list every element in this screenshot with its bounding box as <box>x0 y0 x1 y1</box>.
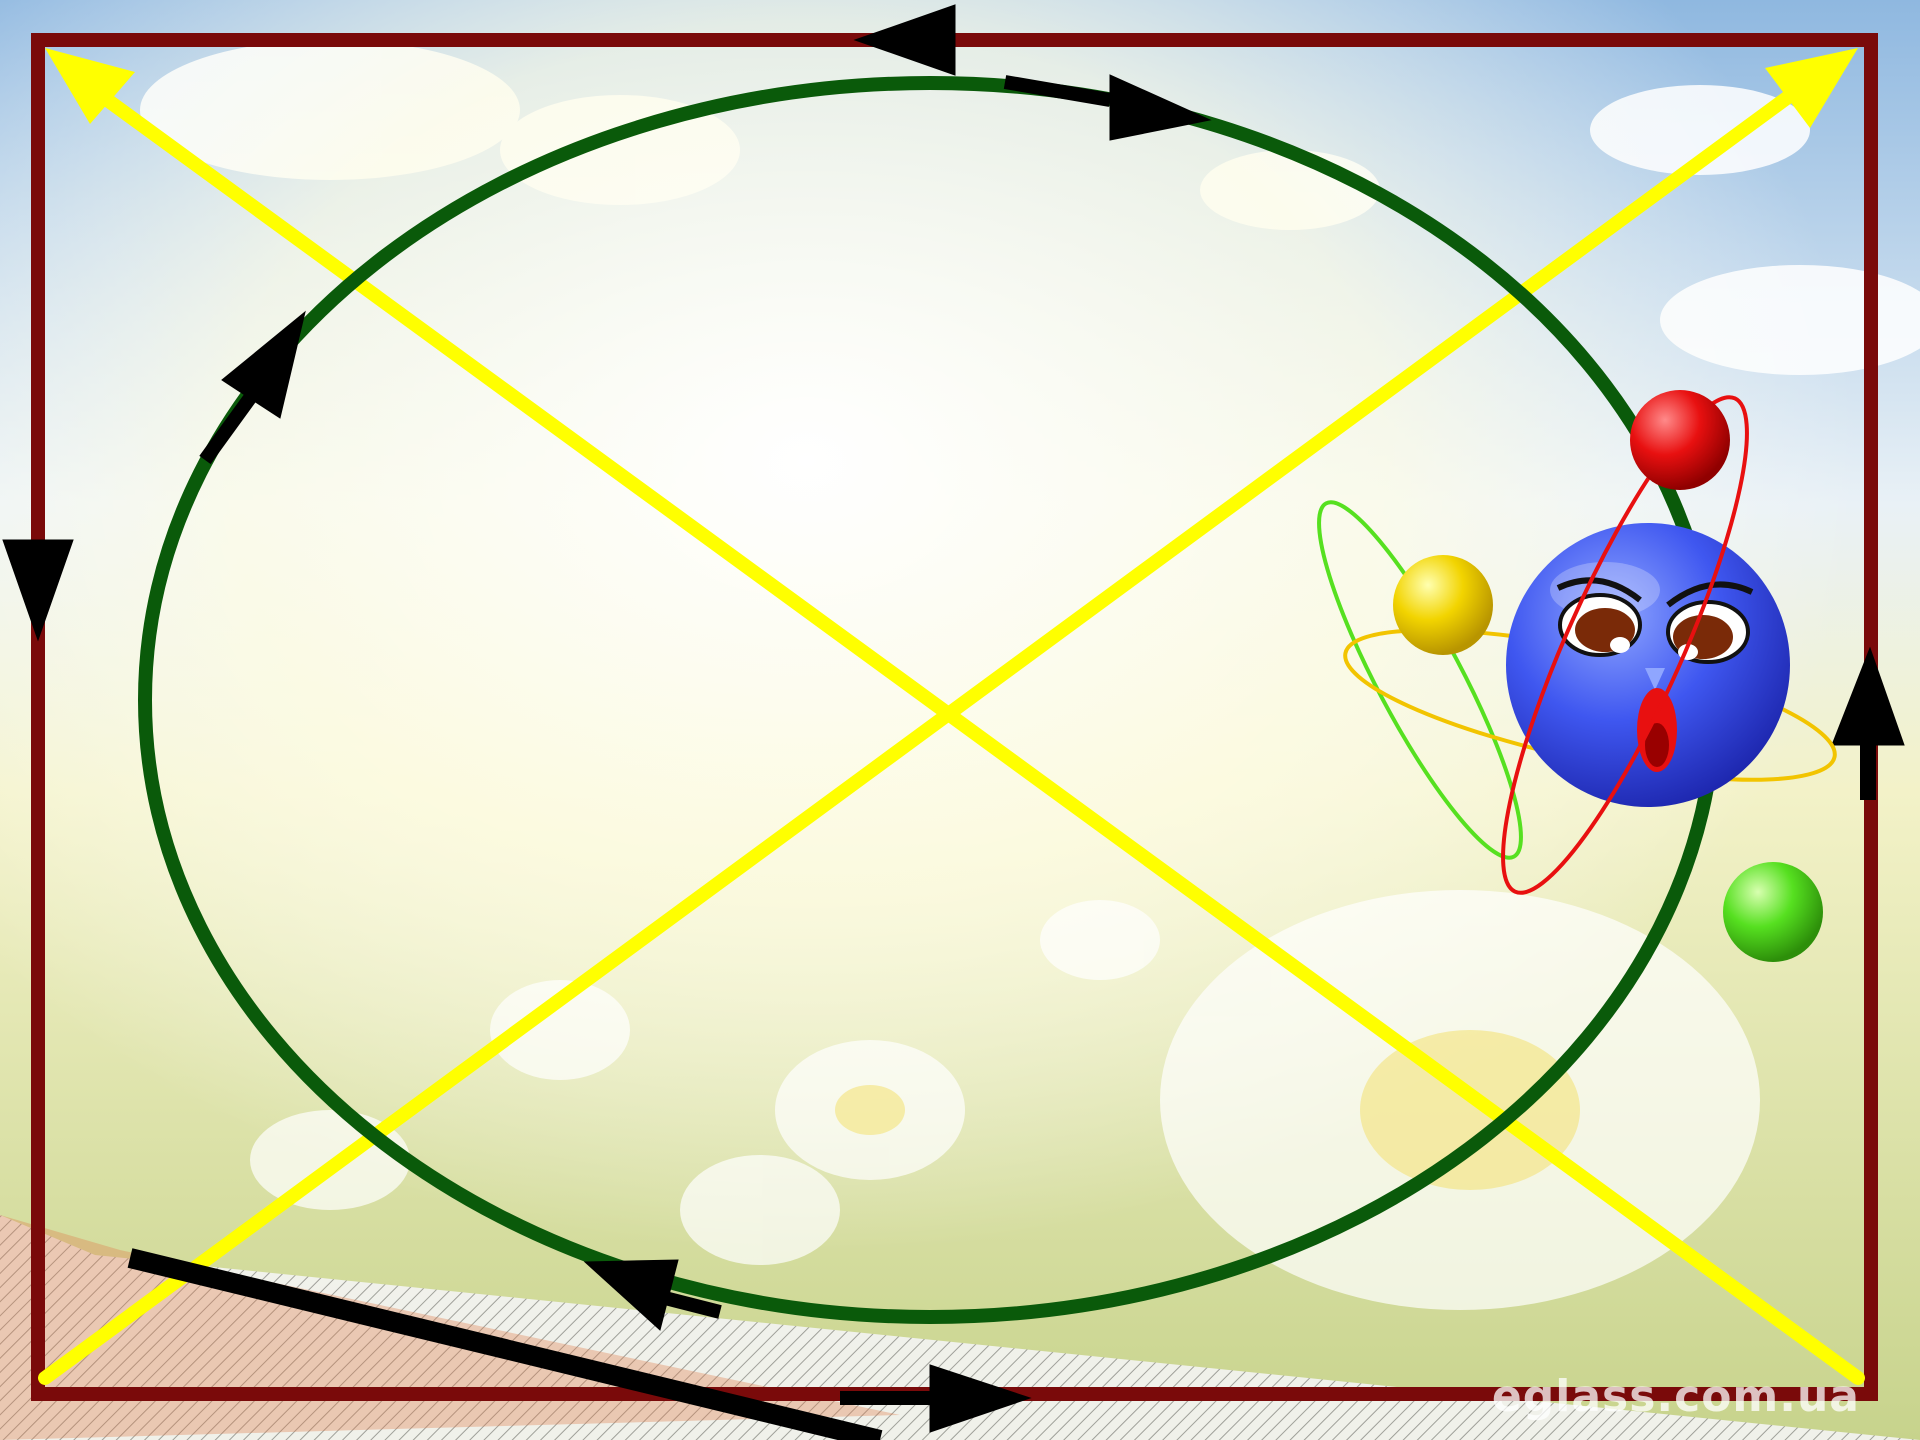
electron-yellow <box>1393 555 1493 655</box>
electron-green <box>1723 862 1823 962</box>
watermark-text: eglass.com.ua <box>1492 1371 1860 1422</box>
electron-red <box>1630 390 1730 490</box>
